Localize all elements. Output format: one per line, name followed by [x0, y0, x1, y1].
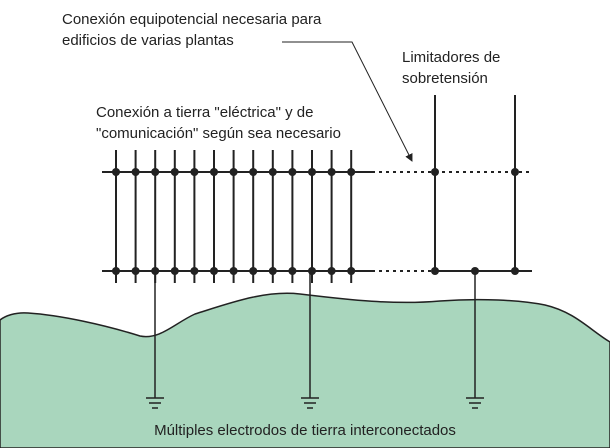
junction-dot [268, 168, 277, 176]
earth-ground-icon [146, 397, 164, 409]
junction-dot [229, 168, 238, 176]
junction-dot [288, 168, 297, 176]
junction-dot [431, 267, 439, 275]
junction-dot [431, 168, 439, 176]
leader-line [282, 41, 413, 162]
junction-dot [131, 267, 140, 275]
electrodes-label: Múltiples electrodos de tierra intercone… [154, 422, 456, 439]
junction-dot [249, 168, 258, 176]
junction-dot [288, 267, 297, 275]
surge-limiters-label: Limitadores de sobretensión [402, 49, 501, 87]
junction-dot [170, 267, 179, 275]
building-conductors [112, 150, 356, 283]
ground-area [0, 292, 610, 448]
junction-dot [151, 168, 160, 176]
junction-dot [249, 267, 258, 275]
junction-dot [308, 267, 316, 275]
earth-ground-icon [301, 397, 319, 409]
junction-dot [131, 168, 140, 176]
junction-dot [112, 267, 120, 275]
junction-dot [347, 267, 356, 275]
junction-dot [347, 168, 356, 176]
junction-dot [268, 267, 277, 275]
earthing-label: Conexión a tierra "eléctrica" y de "comu… [96, 104, 341, 142]
equipotential-label: Conexión equipotencial necesaria para ed… [62, 11, 322, 49]
junction-dot [511, 267, 519, 275]
junction-dot [112, 168, 120, 176]
junction-dot [511, 168, 519, 176]
junction-dot [327, 168, 336, 176]
junction-dot [210, 168, 218, 176]
junction-dot [170, 168, 179, 176]
junction-dot [190, 267, 199, 275]
junction-dot [190, 168, 199, 176]
junction-dot [229, 267, 238, 275]
junction-dot [327, 267, 336, 275]
junction-dot [210, 267, 218, 275]
junction-dot [308, 168, 316, 176]
earth-ground-icon [466, 397, 484, 409]
